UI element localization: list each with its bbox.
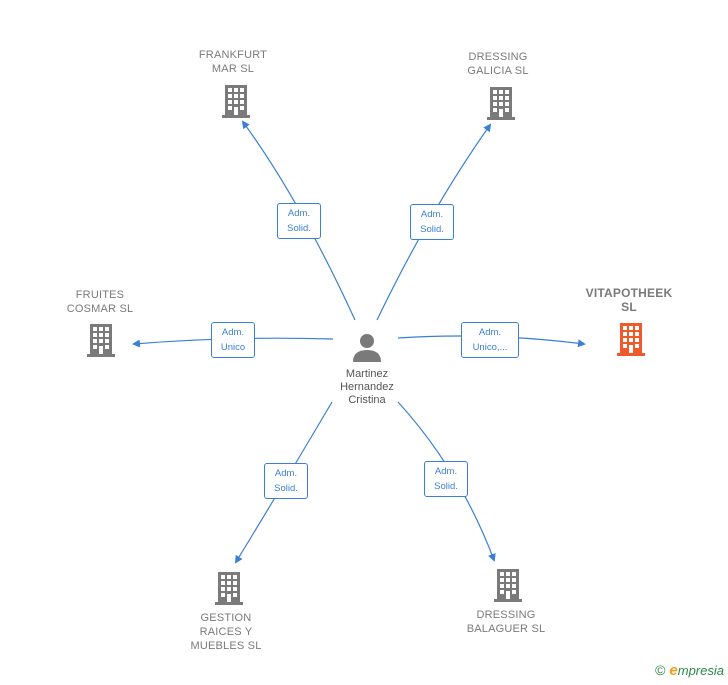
building-icon[interactable] — [494, 569, 522, 602]
company-name-vitapotheek[interactable]: VITAPOTHEEK SL — [585, 286, 673, 314]
company-name-gestion[interactable]: GESTION RAICES Y MUEBLES SL — [190, 612, 262, 652]
role-label-gestion: Adm. Solid. — [264, 463, 308, 499]
building-icon[interactable] — [487, 87, 515, 120]
role-label-vitapotheek: Adm. Unico,... — [461, 322, 519, 358]
building-icon[interactable] — [222, 85, 250, 118]
brand-initial: e — [669, 662, 678, 679]
role-label-frankfurt: Adm. Solid. — [277, 203, 321, 239]
company-name-dressing-balaguer[interactable]: DRESSING BALAGUER SL — [466, 609, 546, 635]
person-icon[interactable] — [353, 334, 381, 362]
empresia-logo: ©empresia — [655, 662, 724, 679]
building-icon[interactable] — [87, 324, 115, 357]
company-name-frankfurt[interactable]: FRANKFURT MAR SL — [198, 49, 268, 75]
building-icon[interactable] — [617, 323, 645, 356]
brand-name: mpresia — [677, 663, 724, 678]
company-name-fruites[interactable]: FRUITES COSMAR SL — [66, 289, 134, 315]
role-label-dressing-balaguer: Adm. Solid. — [424, 461, 468, 497]
company-name-dressing-galicia[interactable]: DRESSING GALICIA SL — [467, 51, 529, 77]
building-icon[interactable] — [215, 572, 243, 605]
copyright-symbol: © — [655, 662, 666, 678]
person-name[interactable]: Martinez Hernandez Cristina — [340, 368, 394, 406]
role-label-dressing-galicia: Adm. Solid. — [410, 204, 454, 240]
role-label-fruites: Adm. Unico — [211, 322, 255, 358]
